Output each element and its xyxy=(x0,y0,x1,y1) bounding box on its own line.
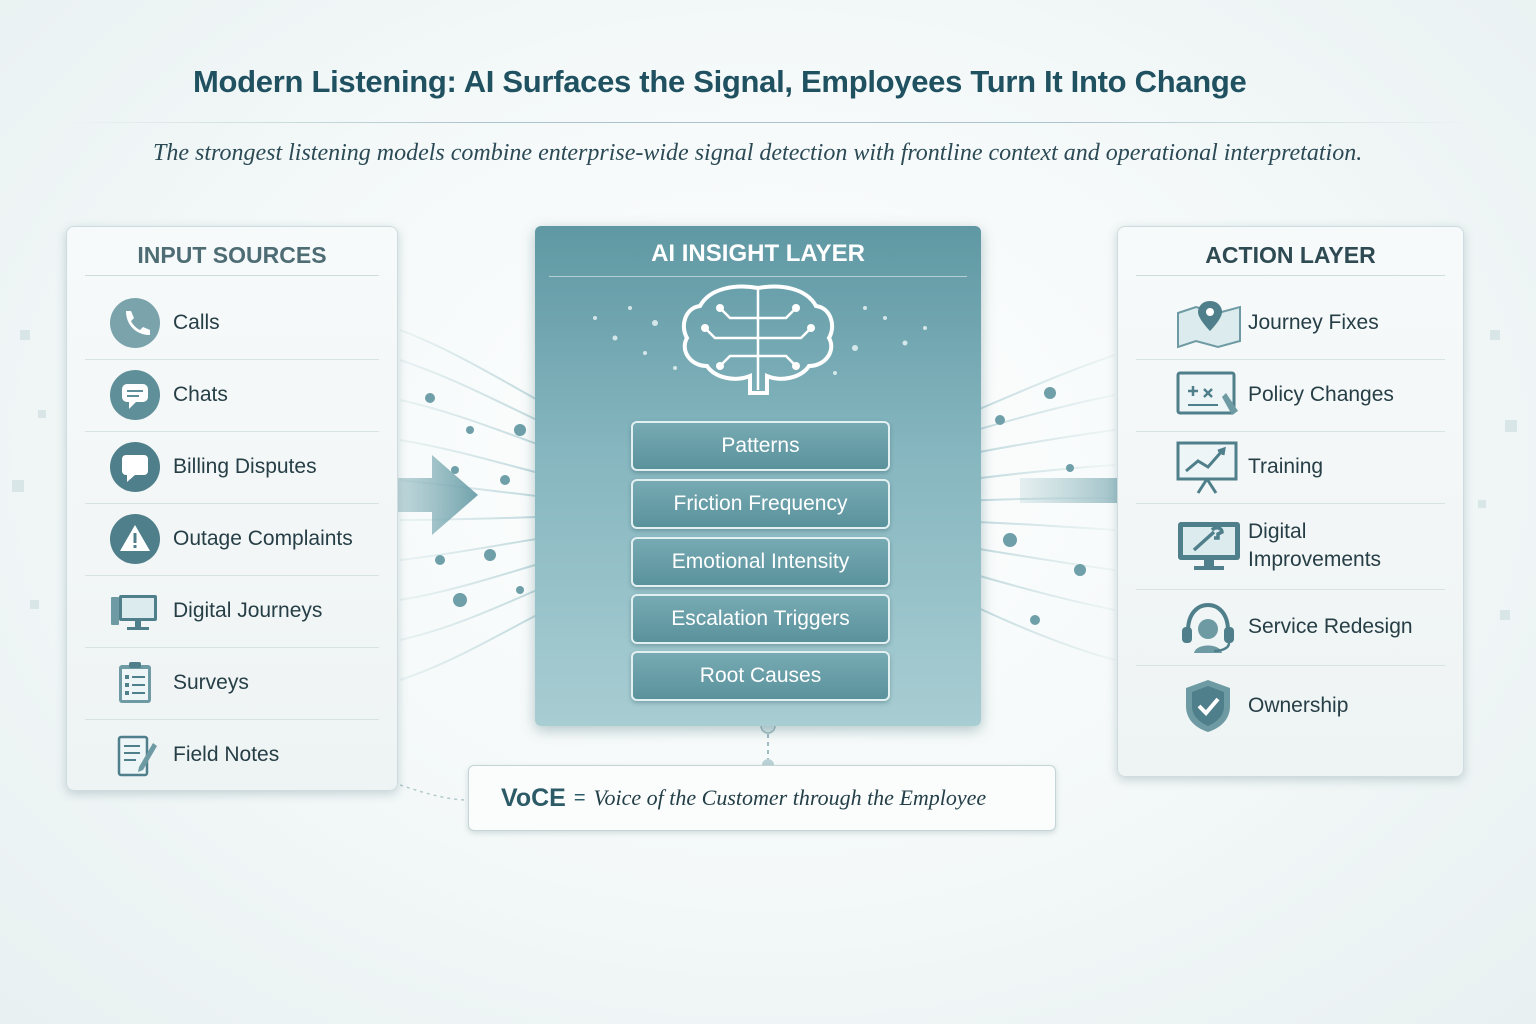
notepad-pencil-icon xyxy=(117,735,157,777)
chat-bubble-icon xyxy=(110,370,160,420)
input-item-digital-journeys[interactable]: Digital Journeys xyxy=(85,575,379,648)
action-item-ownership[interactable]: Ownership xyxy=(1136,665,1445,747)
action-item-label: Service Redesign xyxy=(1248,615,1413,638)
monitor-wrench-icon xyxy=(1178,522,1240,570)
insight-root-causes[interactable]: Root Causes xyxy=(631,651,890,701)
action-item-label: Journey Fixes xyxy=(1248,311,1379,334)
insight-patterns[interactable]: Patterns xyxy=(631,421,890,471)
insight-emotional-intensity[interactable]: Emotional Intensity xyxy=(631,537,890,587)
voce-definition-box: VoCE = Voice of the Customer through the… xyxy=(468,765,1056,831)
brain-circuit-icon xyxy=(593,284,927,395)
action-layer-panel: ACTION LAYER Journey Fixes Policy Change… xyxy=(1117,226,1464,777)
background-particles xyxy=(12,330,1517,620)
page-title: Modern Listening: AI Surfaces the Signal… xyxy=(193,64,1247,99)
speech-bubble-icon xyxy=(110,442,160,492)
ai-insight-heading: AI INSIGHT LAYER xyxy=(549,226,967,277)
right-flow-arrow xyxy=(1020,460,1170,522)
action-item-label: Policy Changes xyxy=(1248,383,1394,406)
action-item-digital-improvements[interactable]: Digital Improvements xyxy=(1136,503,1445,590)
voce-equals: = xyxy=(573,786,586,809)
policy-board-icon xyxy=(1176,371,1238,415)
shield-check-icon xyxy=(1186,680,1230,732)
action-item-policy-changes[interactable]: Policy Changes xyxy=(1136,359,1445,432)
input-item-outage-complaints[interactable]: Outage Complaints xyxy=(85,503,379,576)
ai-insight-panel: AI INSIGHT LAYER Patterns Friction Frequ… xyxy=(535,226,981,726)
map-pin-icon xyxy=(1177,301,1241,349)
action-item-label: Training xyxy=(1248,455,1324,478)
insight-friction-frequency[interactable]: Friction Frequency xyxy=(631,479,890,529)
input-item-field-notes[interactable]: Field Notes xyxy=(85,719,379,791)
voce-abbreviation: VoCE xyxy=(501,783,566,812)
insight-escalation-triggers[interactable]: Escalation Triggers xyxy=(631,594,890,644)
action-layer-heading: ACTION LAYER xyxy=(1136,227,1445,276)
phone-icon xyxy=(110,298,160,348)
action-item-journey-fixes[interactable]: Journey Fixes xyxy=(1136,287,1445,360)
input-item-label: Chats xyxy=(173,383,228,406)
action-item-label: Ownership xyxy=(1248,694,1349,717)
input-item-label: Digital Journeys xyxy=(173,599,323,622)
input-sources-heading: INPUT SOURCES xyxy=(85,227,379,276)
input-item-calls[interactable]: Calls xyxy=(85,287,379,360)
title-divider xyxy=(60,122,1480,123)
computer-icon xyxy=(111,595,157,630)
page-subtitle: The strongest listening models combine e… xyxy=(153,140,1363,166)
clipboard-icon xyxy=(119,662,151,703)
presentation-chart-icon xyxy=(1176,441,1238,494)
action-item-label: Digital Improvements xyxy=(1248,520,1382,571)
input-item-billing-disputes[interactable]: Billing Disputes xyxy=(85,431,379,504)
input-item-label: Outage Complaints xyxy=(173,527,353,550)
left-flow-arrow xyxy=(355,455,478,535)
input-item-surveys[interactable]: Surveys xyxy=(85,647,379,720)
action-item-training[interactable]: Training xyxy=(1136,431,1445,504)
warning-icon xyxy=(110,514,160,564)
input-item-chats[interactable]: Chats xyxy=(85,359,379,432)
input-sources-panel: INPUT SOURCES Calls Chats Billing Disput… xyxy=(66,226,398,791)
input-item-label: Field Notes xyxy=(173,743,280,766)
input-item-label: Billing Disputes xyxy=(173,455,317,478)
voce-expansion: Voice of the Customer through the Employ… xyxy=(593,785,987,810)
input-item-label: Surveys xyxy=(173,671,249,694)
action-item-service-redesign[interactable]: Service Redesign xyxy=(1136,589,1445,666)
input-item-label: Calls xyxy=(173,311,220,334)
headset-icon xyxy=(1182,602,1234,653)
